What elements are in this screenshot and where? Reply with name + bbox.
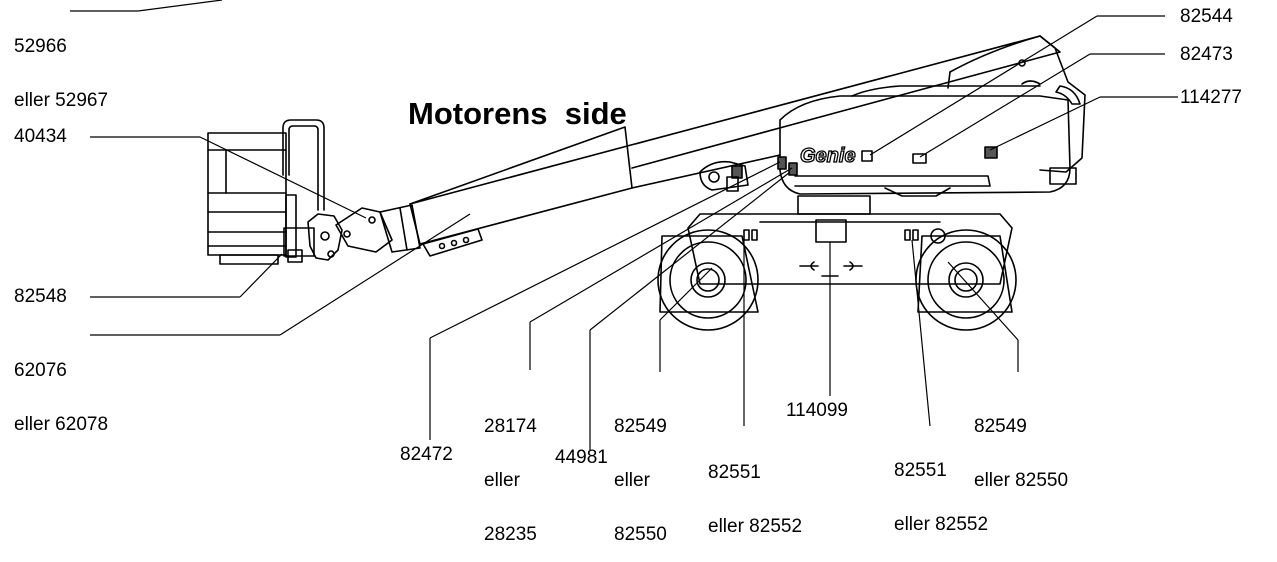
label-line: 82551 [894, 460, 947, 481]
label-82548: 82548 [14, 286, 67, 307]
label-line: 82549 [614, 416, 667, 437]
label-line: eller [614, 470, 650, 491]
leader-lines [70, 0, 1178, 450]
diagram-title: Motorens side [408, 96, 627, 131]
label-line: eller 62078 [14, 414, 109, 435]
label-82472: 82472 [400, 444, 453, 465]
turntable [777, 35, 1086, 197]
label-82544: 82544 [1180, 6, 1233, 27]
label-line: 28174 [484, 416, 537, 437]
label-line: eller 82552 [894, 514, 989, 535]
right-wheel [915, 228, 1017, 331]
chassis [687, 195, 1013, 285]
label-line: 52966 [14, 36, 67, 57]
label-44981: 44981 [555, 447, 608, 468]
label-line: eller 52967 [14, 90, 109, 111]
boom [409, 35, 1061, 257]
label-line: 28235 [484, 524, 537, 545]
label-52966: 52966 eller 52967 [14, 2, 108, 128]
left-wheel [657, 229, 759, 331]
label-line: eller 82552 [708, 516, 803, 537]
label-line: 62076 [14, 360, 67, 381]
label-82551-right: 82551 eller 82552 [894, 426, 988, 552]
label-62076: 62076 eller 62078 [14, 326, 108, 452]
label-28174: 28174 eller 28235 [484, 382, 537, 562]
jib-rotator [307, 204, 421, 261]
label-line: eller 82550 [974, 470, 1069, 491]
label-82551-left: 82551 eller 82552 [708, 428, 802, 554]
label-114277: 114277 [1180, 87, 1242, 108]
brand-logo: Genie [800, 145, 856, 167]
label-82473: 82473 [1180, 44, 1233, 65]
label-82549-left: 82549 eller 82550 [614, 382, 667, 562]
label-40434: 40434 [14, 126, 67, 147]
boom-lift-diagram: Genie [70, 0, 1178, 450]
label-line: 82549 [974, 416, 1027, 437]
label-114099: 114099 [786, 400, 848, 421]
label-82549-right: 82549 eller 82550 [974, 382, 1068, 508]
platform-basket [207, 119, 325, 265]
label-line: eller [484, 470, 520, 491]
label-line: 82550 [614, 524, 667, 545]
